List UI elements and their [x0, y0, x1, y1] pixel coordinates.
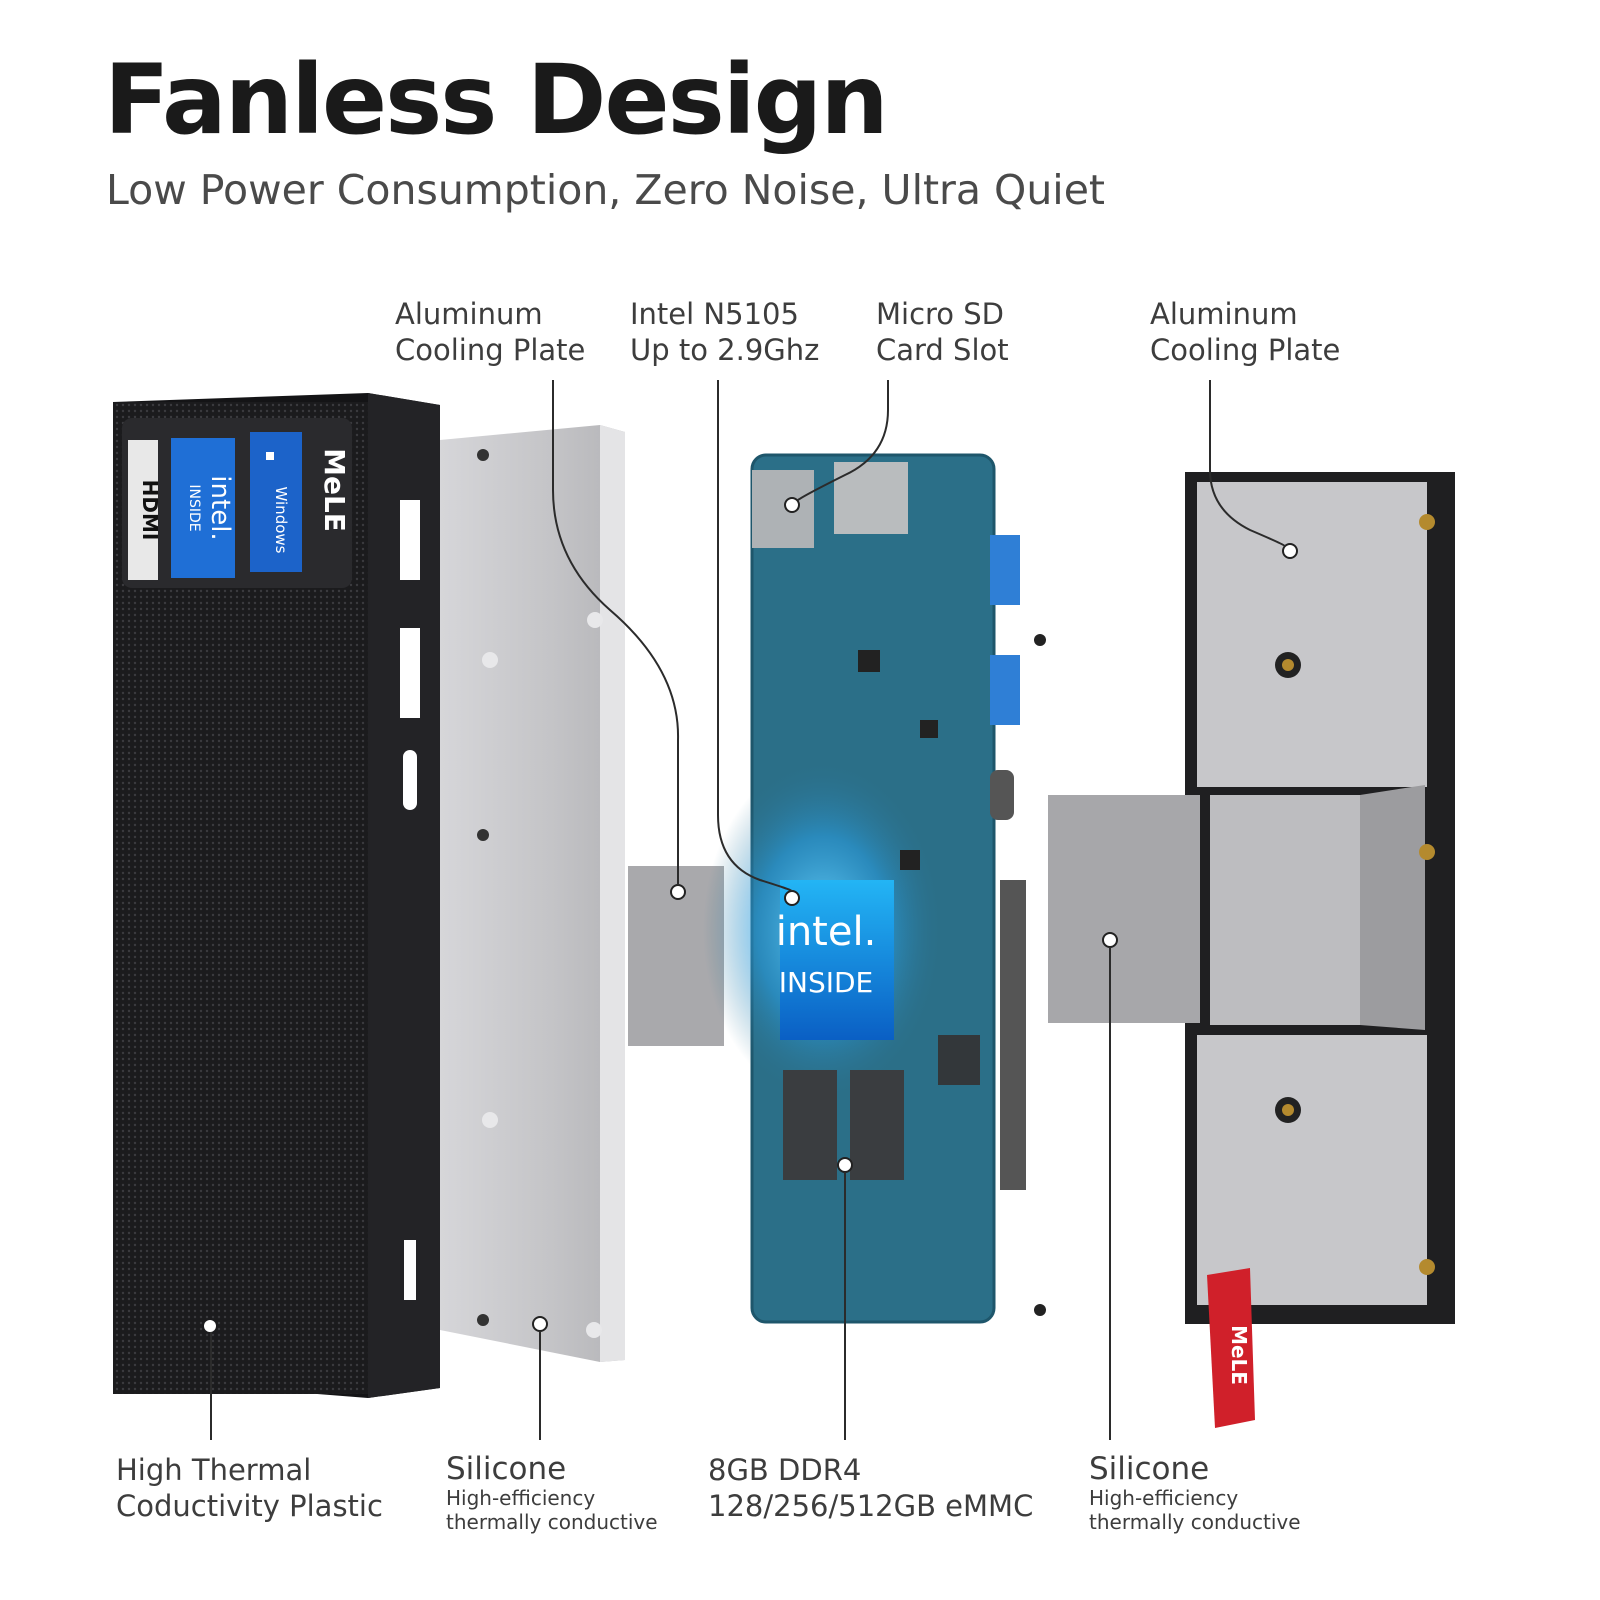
silicone-pad-right: [1048, 795, 1200, 1023]
strap-brand-logo: MeLE: [1227, 1325, 1251, 1385]
pcb-side-connector: [1000, 880, 1026, 1190]
label-thermal-plastic: High Thermal Coductivity Plastic: [116, 1452, 383, 1524]
leader-micro-sd: [797, 380, 889, 501]
windows-sticker: [250, 432, 302, 572]
screw-icon: [1034, 1304, 1046, 1316]
hdmi-badge-text: HDMI: [138, 480, 162, 541]
emmc-chip: [938, 1035, 980, 1085]
ram-chip-2: [850, 1070, 904, 1180]
usb-port-blue-1: [990, 535, 1020, 605]
page-title: Fanless Design: [104, 44, 889, 156]
motherboard-pcb: intel. INSIDE: [703, 453, 1020, 1324]
intel-sticker: [171, 438, 235, 578]
label-micro-sd-slot: Micro SD Card Slot: [876, 296, 1009, 368]
label-line: Up to 2.9Ghz: [630, 333, 820, 367]
sd-callout-dot: [784, 497, 800, 513]
red-pull-strap: [1207, 1268, 1255, 1428]
mele-logo: MeLE: [318, 448, 351, 532]
case-callout-dot: [204, 1320, 216, 1332]
plate-right-callout-dot: [1282, 543, 1298, 559]
label-line: Coductivity Plastic: [116, 1489, 383, 1523]
board-intel-word: intel.: [776, 909, 877, 955]
screw-icon: [1034, 634, 1046, 646]
ram-chip-1: [783, 1070, 837, 1180]
label-line: Aluminum: [1150, 297, 1298, 331]
label-line: 128/256/512GB eMMC: [708, 1489, 1034, 1523]
label-aluminum-cooling-plate-right: Aluminum Cooling Plate: [1150, 296, 1340, 368]
callout-leader-lines: [210, 380, 1286, 1440]
label-title: Silicone: [1089, 1451, 1210, 1487]
label-aluminum-cooling-plate-left: Aluminum Cooling Plate: [395, 296, 585, 368]
sd-card-slot: [752, 470, 814, 548]
page-subtitle: Low Power Consumption, Zero Noise, Ultra…: [106, 166, 1105, 214]
port-audio: [404, 1240, 416, 1300]
leader-intel-cpu: [717, 380, 793, 892]
usb-port-blue-2: [990, 655, 1020, 725]
plate-callout-dot: [532, 1316, 548, 1332]
memory-callout-dot: [837, 1157, 853, 1173]
usb-c-port-board: [990, 770, 1014, 820]
ethernet-port: [834, 462, 908, 534]
plastic-case: HDMI intel. INSIDE Windows MeLE: [113, 393, 440, 1398]
cpu-callout-dot: [784, 890, 800, 906]
label-line: Micro SD: [876, 297, 1005, 331]
label-intel-cpu: Intel N5105 Up to 2.9Ghz: [630, 296, 819, 368]
intel-sticker-sub: INSIDE: [186, 484, 202, 531]
label-line: Cooling Plate: [395, 333, 586, 367]
label-line: High Thermal: [116, 1453, 312, 1487]
rear-housing: [1185, 472, 1455, 1324]
port-usb-1: [400, 500, 420, 580]
label-line: 8GB DDR4: [708, 1453, 862, 1487]
windows-sticker-text: Windows: [272, 487, 290, 554]
label-line: thermally conductive: [1089, 1510, 1301, 1534]
label-line: Cooling Plate: [1150, 333, 1341, 367]
aluminum-cooling-plate-right-bottom: [1197, 1035, 1427, 1305]
label-line: thermally conductive: [446, 1510, 658, 1534]
label-title: Silicone: [446, 1451, 567, 1487]
pad-right-callout-dot: [1102, 932, 1118, 948]
label-silicone-left: Silicone High-efficiency thermally condu…: [446, 1452, 658, 1534]
pad-left-callout-dot: [670, 884, 686, 900]
leader-aluminum-left: [552, 380, 680, 885]
label-silicone-right: Silicone High-efficiency thermally condu…: [1089, 1452, 1301, 1534]
hdmi-badge: [128, 440, 158, 580]
label-line: High-efficiency: [446, 1486, 596, 1510]
aluminum-cooling-plate-left: [440, 425, 625, 1362]
port-usb-2: [400, 628, 420, 718]
label-line: High-efficiency: [1089, 1486, 1239, 1510]
windows-logo-icon: [266, 452, 274, 460]
board-intel-sub: INSIDE: [779, 966, 874, 999]
label-line: Intel N5105: [630, 297, 799, 331]
label-memory-storage: 8GB DDR4 128/256/512GB eMMC: [708, 1452, 1033, 1524]
label-line: Card Slot: [876, 333, 1009, 367]
leader-aluminum-right: [1209, 380, 1286, 547]
intel-inside-badge: [780, 880, 894, 1040]
label-line: Aluminum: [395, 297, 543, 331]
aluminum-cooling-plate-right-top: [1197, 482, 1427, 787]
intel-sticker-word: intel.: [205, 475, 235, 540]
port-usb-c: [403, 750, 417, 810]
